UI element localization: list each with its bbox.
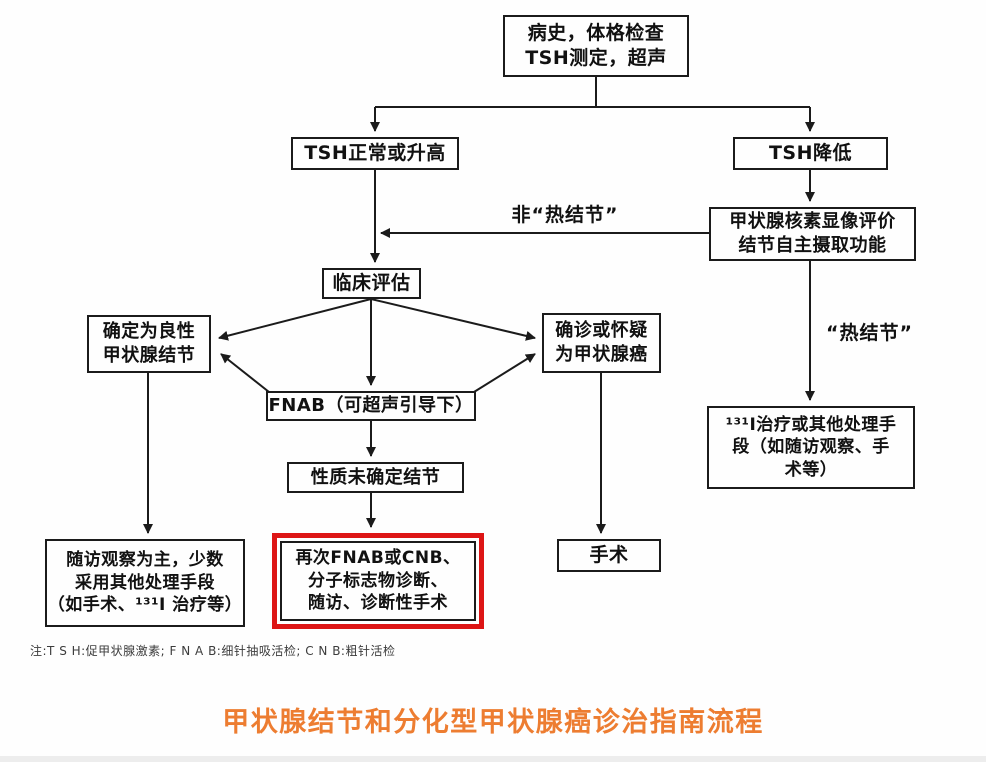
highlighted-recommendation-frame: 再次FNAB或CNB、 分子标志物诊断、 随访、诊断性手术 bbox=[272, 533, 484, 629]
node-i131-treatment: ¹³¹I治疗或其他处理手 段（如随访观察、手 术等） bbox=[707, 406, 915, 489]
bottom-edge-strip bbox=[0, 756, 986, 762]
node-fnab: FNAB（可超声引导下） bbox=[266, 391, 476, 421]
page-title: 甲状腺结节和分化型甲状腺癌诊治指南流程 bbox=[222, 707, 764, 738]
node-tsh-low: TSH降低 bbox=[733, 137, 888, 170]
node-suspected-cancer: 确诊或怀疑 为甲状腺癌 bbox=[542, 313, 661, 373]
connector-clinical-to-benign bbox=[218, 298, 372, 341]
connector-clinical-to-suspect bbox=[370, 298, 536, 341]
node-undetermined-nodule: 性质未确定结节 bbox=[287, 462, 464, 493]
edge-label-not-hot-nodule: 非“热结节” bbox=[511, 204, 619, 226]
node-tsh-normal-or-high: TSH正常或升高 bbox=[291, 137, 459, 170]
connector-top-split bbox=[375, 77, 810, 108]
node-repeat-fnab-cnb: 再次FNAB或CNB、 分子标志物诊断、 随访、诊断性手术 bbox=[280, 541, 476, 621]
edge-label-hot-nodule: “热结节” bbox=[826, 322, 913, 344]
abbreviation-note: 注:T S H:促甲状腺激素; F N A B:细针抽吸活检; C N B:粗针… bbox=[30, 644, 396, 658]
node-surgery: 手术 bbox=[557, 539, 661, 572]
node-benign-nodule: 确定为良性 甲状腺结节 bbox=[87, 315, 211, 373]
connector-fnab-to-benign bbox=[220, 353, 270, 393]
node-history-exam: 病史，体格检查 TSH测定，超声 bbox=[503, 15, 689, 77]
connector-fnab-to-suspect bbox=[473, 353, 536, 393]
node-clinical-evaluation: 临床评估 bbox=[322, 268, 421, 299]
node-nuclear-imaging: 甲状腺核素显像评价 结节自主摄取功能 bbox=[709, 207, 916, 261]
node-followup-observation: 随访观察为主，少数 采用其他处理手段 （如手术、¹³¹I 治疗等） bbox=[45, 539, 245, 627]
